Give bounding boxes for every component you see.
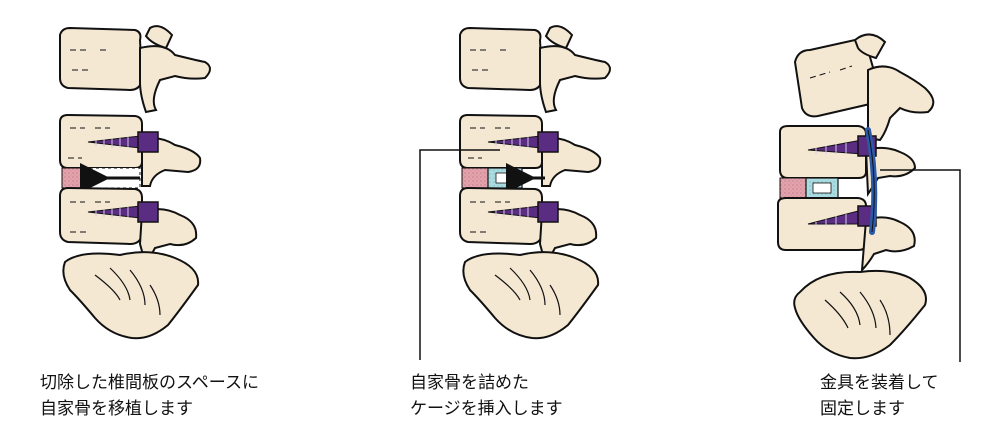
caption-step-1-line-2: 自家骨を移植します [40, 399, 193, 419]
upper-vertebra [793, 33, 935, 142]
sacrum [62, 251, 200, 340]
pedicle-screw-lower [487, 201, 559, 223]
caption-step-3-line-1: 金具を装着して [820, 373, 939, 393]
caption-step-2: 自家骨を詰めた ケージを挿入します [410, 370, 563, 422]
leader-line [880, 169, 961, 362]
caption-step-2-line-1: 自家骨を詰めた [410, 373, 529, 393]
upper-vertebra [459, 25, 611, 114]
panel-bone-graft [59, 25, 211, 340]
caption-step-3: 金具を装着して 固定します [820, 370, 939, 422]
pedicle-screw-lower [87, 201, 159, 223]
pedicle-screw-upper [87, 131, 159, 153]
caption-step-3-line-2: 固定します [820, 399, 905, 419]
lower-vertebra [59, 186, 198, 264]
lower-vertebra [777, 197, 916, 273]
upper-vertebra [59, 25, 211, 114]
pedicle-screw-upper [487, 131, 559, 153]
panel-cage-insertion [419, 25, 611, 360]
caption-step-2-line-2: ケージを挿入します [410, 399, 563, 419]
caption-step-1: 切除した椎間板のスペースに 自家骨を移植します [40, 370, 259, 422]
lower-vertebra [459, 186, 598, 264]
sacrum [462, 251, 600, 340]
bone-graft [461, 167, 489, 189]
panel-rod-fixation [777, 33, 961, 362]
bone-graft [61, 167, 91, 189]
sacrum [793, 269, 927, 360]
bone-graft [779, 177, 807, 199]
caption-step-1-line-1: 切除した椎間板のスペースに [40, 373, 259, 393]
leader-line [419, 149, 500, 360]
